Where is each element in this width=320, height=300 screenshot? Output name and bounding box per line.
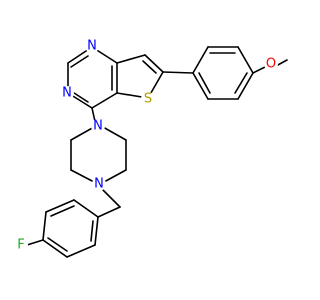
nitrogen-atom-pyrimidine-left: N [60,86,74,101]
bond [252,65,268,74]
bond [70,126,95,141]
bond [162,71,194,74]
bond [42,239,68,258]
atom-label: O [266,57,276,72]
bond [142,60,157,74]
bond [66,244,96,258]
atom-labels: N N S O N N F [14,39,278,253]
bond [237,72,254,100]
bond [94,216,99,246]
bond [237,46,254,74]
bond [101,188,121,208]
fluorine-atom: F [14,238,28,253]
nitrogen-atom-piperazine-top: N [91,119,105,134]
nitrogen-atom-piperazine-bottom: N [92,177,106,192]
chemical-structure-diagram: N N S O N N F [14,38,288,258]
bond [192,46,209,74]
atom-label: N [94,177,104,192]
atom-label: F [17,238,24,253]
atom-label: N [87,39,97,54]
bond [192,72,209,100]
bond [116,54,146,64]
bond [198,72,211,94]
bond [102,126,127,141]
bond [103,169,127,183]
bond [45,199,75,213]
bond [50,205,75,217]
bonds [26,46,288,258]
atom-label: S [144,92,152,107]
bond [90,220,94,242]
bond [47,237,68,252]
bond [70,55,89,68]
bond [70,169,95,183]
oxygen-atom: O [264,57,278,72]
atom-label: N [62,86,72,101]
nitrogen-atom-pyrimidine-top: N [85,39,99,54]
sulfur-atom: S [141,92,155,107]
bond [97,206,121,218]
bond [234,72,248,94]
atom-label: N [93,119,103,134]
bond [91,92,118,109]
bond [26,239,44,246]
bond [42,211,47,241]
bond [73,199,99,218]
bond [144,54,164,73]
